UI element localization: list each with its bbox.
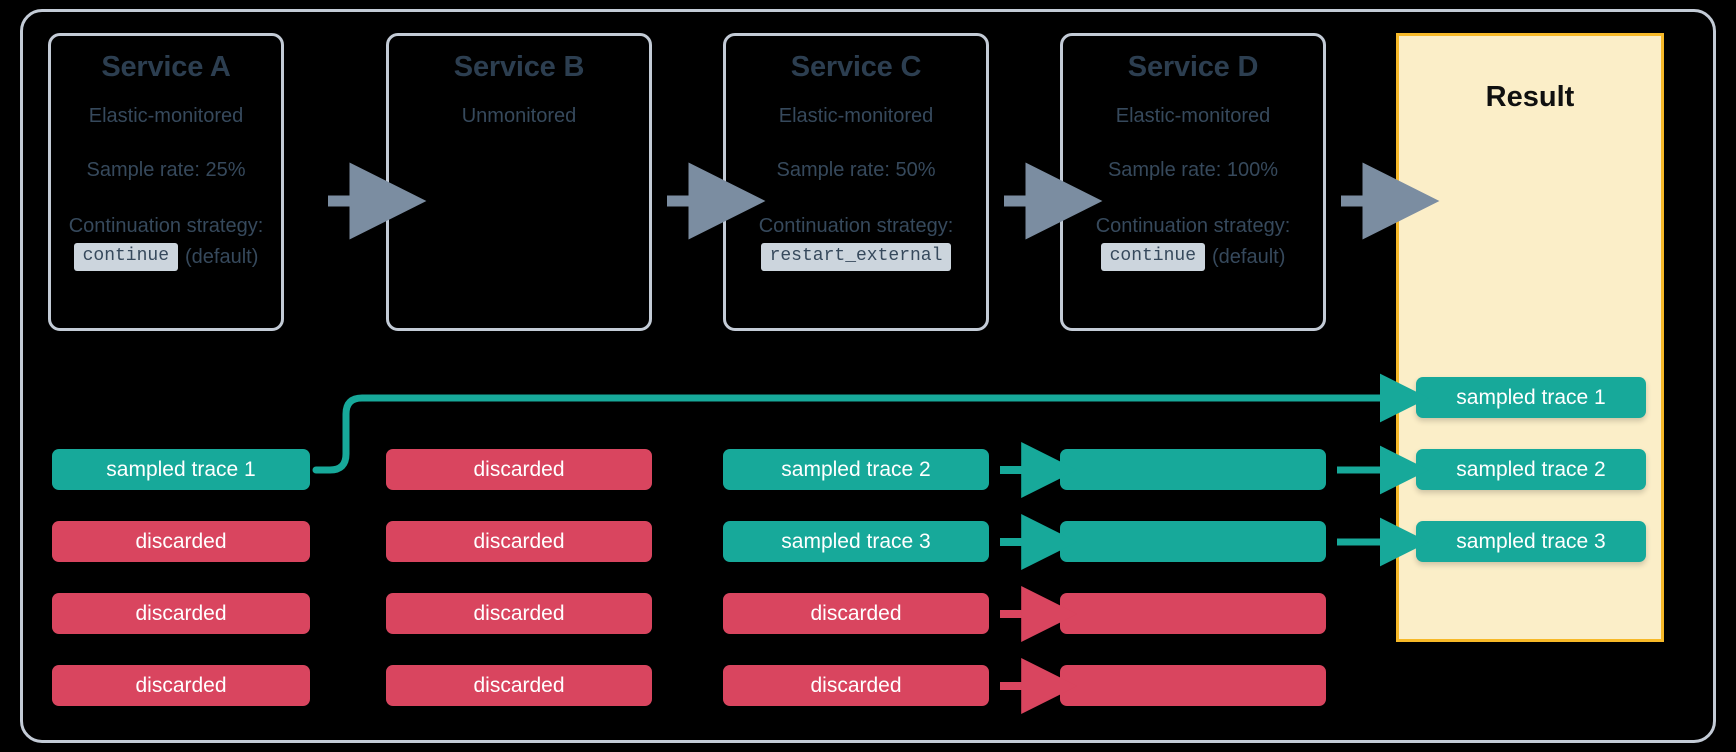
trace-bar-b2: discarded	[386, 521, 652, 562]
service-title: Service A	[101, 51, 231, 83]
trace-bar-b1: discarded	[386, 449, 652, 490]
service-monitoring: Elastic-monitored	[778, 105, 934, 128]
service-box-c: Service C Elastic-monitored Sample rate:…	[723, 33, 989, 331]
trace-bar-a1: sampled trace 1	[52, 449, 310, 490]
trace-bar-b4: discarded	[386, 665, 652, 706]
service-continuation-label: Continuation strategy:	[68, 215, 264, 238]
continuation-note: (default)	[185, 245, 259, 268]
service-title: Service B	[453, 51, 585, 83]
service-continuation-strategy: continue (default)	[73, 242, 259, 272]
trace-bar-c1: sampled trace 2	[723, 449, 989, 490]
service-title: Service D	[1127, 51, 1259, 83]
trace-bar-b3: discarded	[386, 593, 652, 634]
service-sample-rate: Sample rate: 25%	[86, 159, 246, 182]
continuation-value-chip: continue	[1100, 242, 1206, 272]
trace-bar-d1	[1060, 449, 1326, 490]
trace-bar-a3: discarded	[52, 593, 310, 634]
service-monitoring: Elastic-monitored	[88, 105, 244, 128]
trace-bar-c2: sampled trace 3	[723, 521, 989, 562]
service-title: Service C	[790, 51, 922, 83]
service-continuation-label: Continuation strategy:	[758, 215, 954, 238]
trace-bar-a2: discarded	[52, 521, 310, 562]
service-box-d: Service D Elastic-monitored Sample rate:…	[1060, 33, 1326, 331]
trace-bar-d2	[1060, 521, 1326, 562]
trace-bar-c4: discarded	[723, 665, 989, 706]
service-box-b: Service B Unmonitored	[386, 33, 652, 331]
trace-bar-c3: discarded	[723, 593, 989, 634]
trace-bar-a4: discarded	[52, 665, 310, 706]
trace-bar-d3	[1060, 593, 1326, 634]
service-continuation-label: Continuation strategy:	[1095, 215, 1291, 238]
service-continuation-strategy: restart_external	[760, 242, 952, 272]
service-continuation-strategy: continue (default)	[1100, 242, 1286, 272]
result-bar-2: sampled trace 2	[1416, 449, 1646, 490]
continuation-value-chip: continue	[73, 242, 179, 272]
service-box-a: Service A Elastic-monitored Sample rate:…	[48, 33, 284, 331]
result-bar-3: sampled trace 3	[1416, 521, 1646, 562]
service-sample-rate: Sample rate: 50%	[776, 159, 936, 182]
service-monitoring: Unmonitored	[461, 105, 577, 128]
result-title: Result	[1485, 81, 1575, 113]
trace-bar-d4	[1060, 665, 1326, 706]
service-monitoring: Elastic-monitored	[1115, 105, 1271, 128]
continuation-value-chip: restart_external	[760, 242, 952, 272]
result-bar-1: sampled trace 1	[1416, 377, 1646, 418]
continuation-note: (default)	[1212, 245, 1286, 268]
service-sample-rate: Sample rate: 100%	[1107, 159, 1279, 182]
